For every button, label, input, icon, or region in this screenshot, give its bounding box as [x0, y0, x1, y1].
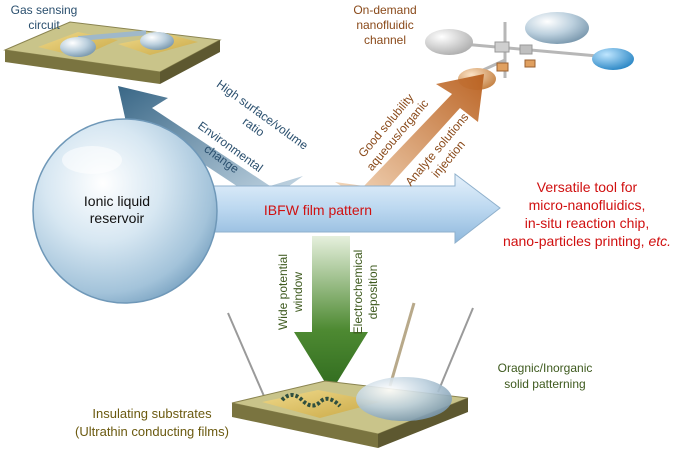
label-organic-patterning: Oragnic/Inorganic solid patterning — [498, 361, 593, 391]
versatile-line-4-main: nano-particles printing, — [503, 233, 649, 249]
on-demand-line-2: nanofluidic — [356, 18, 413, 32]
electrochemical-line-2: deposition — [366, 265, 380, 320]
label-wide-potential: Wide potential window — [276, 254, 305, 330]
ionic-liquid-reservoir — [32, 118, 218, 304]
nanofluidic-channel-chip — [425, 12, 634, 90]
insulating-substrate-chip — [227, 302, 474, 448]
organic-patterning-line-2: solid patterning — [504, 377, 585, 391]
label-gas-sensing: Gas sensing circuit — [11, 3, 78, 32]
on-demand-line-3: channel — [364, 33, 406, 47]
insulating-line-1: Insulating substrates — [92, 406, 212, 421]
label-insulating: Insulating substrates (Ultrathin conduct… — [75, 406, 229, 439]
versatile-etc: etc. — [648, 233, 671, 249]
label-reservoir: Ionic liquid reservoir — [84, 193, 150, 226]
on-demand-line-1: On-demand — [353, 3, 416, 17]
reservoir-line-1: Ionic liquid — [84, 193, 150, 209]
electrochemical-line-1: Electrochemical — [351, 250, 365, 335]
reservoir-line-2: reservoir — [90, 210, 145, 226]
label-versatile: Versatile tool for micro-nanofluidics, i… — [503, 179, 671, 249]
high-surface-arrow — [118, 86, 303, 204]
gas-sensing-line-1: Gas sensing — [11, 3, 78, 17]
electrochemical-arrow — [294, 236, 368, 392]
label-on-demand: On-demand nanofluidic channel — [353, 3, 416, 47]
insulating-line-2: (Ultrathin conducting films) — [75, 424, 229, 439]
versatile-line-1: Versatile tool for — [537, 179, 638, 195]
wide-potential-line-2: window — [291, 272, 305, 313]
gas-sensing-chip — [3, 21, 222, 84]
solubility-arrow — [335, 74, 484, 205]
versatile-line-2: micro-nanofluidics, — [529, 197, 646, 213]
versatile-line-3: in-situ reaction chip, — [525, 215, 650, 231]
gas-sensing-line-2: circuit — [28, 18, 60, 32]
organic-patterning-line-1: Oragnic/Inorganic — [498, 361, 593, 375]
wide-potential-line-1: Wide potential — [276, 254, 290, 330]
label-electrochemical: Electrochemical deposition — [351, 250, 380, 335]
versatile-line-4: nano-particles printing, etc. — [503, 233, 671, 249]
ibfw-film-pattern-label: IBFW film pattern — [264, 202, 372, 218]
